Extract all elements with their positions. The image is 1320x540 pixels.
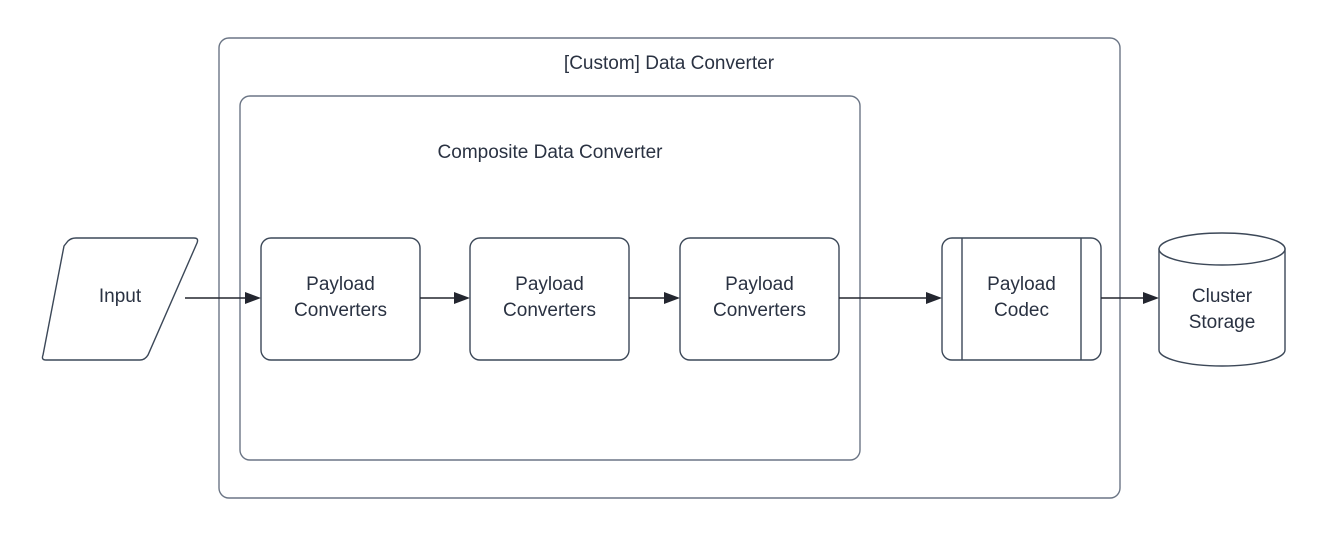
node-payload-converters-3[interactable]: Payload Converters [679, 237, 840, 361]
node-payload-converters-1[interactable]: Payload Converters [260, 237, 421, 361]
node-payload-converters-1-shape [260, 237, 421, 361]
node-payload-converters-2-label-line1: Payload [515, 274, 584, 295]
container-custom-data-converter-border [218, 37, 1121, 499]
node-payload-codec[interactable]: Payload Codec [941, 237, 1102, 361]
node-payload-codec-label-line1: Payload [987, 274, 1056, 295]
node-input-shape [41, 237, 199, 361]
node-payload-converters-1-label-line2: Converters [294, 300, 387, 321]
edge-input-to-payload-converters-1-arrowhead [245, 292, 261, 304]
node-payload-converters-1-label-line1: Payload [306, 274, 375, 295]
edge-input-to-payload-converters-1 [185, 292, 261, 304]
node-cluster-storage-top-ellipse [1158, 232, 1286, 266]
node-cluster-storage-label-line1: Cluster [1192, 286, 1253, 307]
node-payload-codec-shape [941, 237, 1102, 361]
edge-payload-converters-3-to-codec-arrowhead [926, 292, 942, 304]
node-payload-converters-2-shape [469, 237, 630, 361]
node-payload-converters-3-label-line2: Converters [713, 300, 806, 321]
node-payload-converters-2-label-line2: Converters [503, 300, 596, 321]
edge-payload-converters-2-to-3 [629, 292, 680, 304]
edge-codec-to-cluster-storage-arrowhead [1143, 292, 1159, 304]
container-composite-data-converter-label: Composite Data Converter [438, 142, 664, 163]
edge-codec-to-cluster-storage [1101, 292, 1159, 304]
node-input-label: Input [99, 286, 142, 307]
container-custom-data-converter-label: [Custom] Data Converter [564, 53, 775, 74]
edge-payload-converters-1-to-2-arrowhead [454, 292, 470, 304]
node-payload-converters-2[interactable]: Payload Converters [469, 237, 630, 361]
container-composite-data-converter[interactable]: Composite Data Converter [239, 95, 861, 461]
node-cluster-storage-label-line2: Storage [1189, 312, 1256, 333]
node-payload-converters-3-label-line1: Payload [725, 274, 794, 295]
node-input[interactable]: Input [41, 237, 199, 361]
container-custom-data-converter[interactable]: [Custom] Data Converter [218, 37, 1121, 499]
edge-payload-converters-2-to-3-arrowhead [664, 292, 680, 304]
node-cluster-storage-body [1158, 248, 1286, 367]
node-payload-converters-3-shape [679, 237, 840, 361]
container-composite-data-converter-border [239, 95, 861, 461]
edge-payload-converters-3-to-codec [839, 292, 942, 304]
edge-payload-converters-1-to-2 [420, 292, 470, 304]
node-payload-codec-label-line2: Codec [994, 300, 1049, 321]
node-cluster-storage[interactable]: Cluster Storage [1158, 232, 1286, 367]
